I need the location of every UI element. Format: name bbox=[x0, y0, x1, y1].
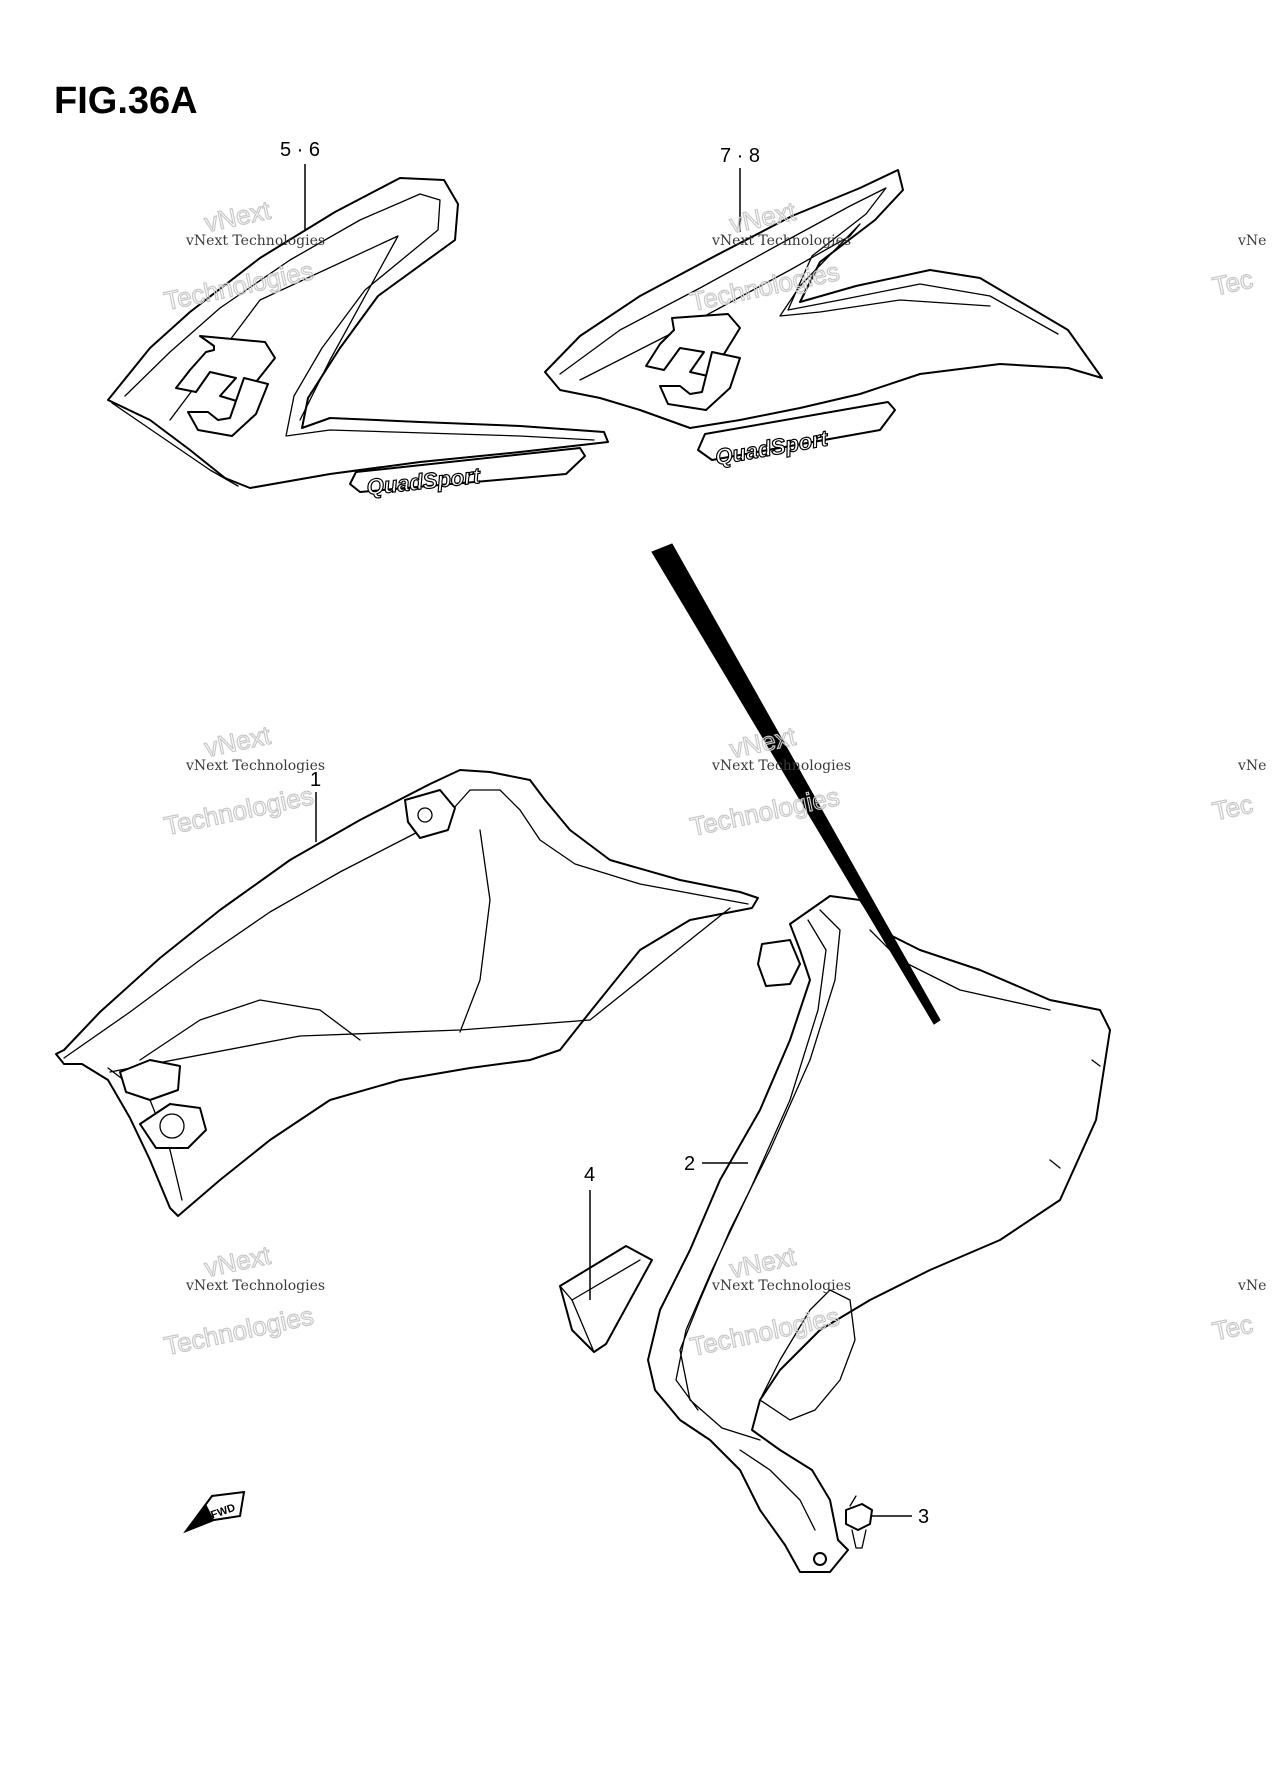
svg-text:Tec: Tec bbox=[1210, 1309, 1256, 1347]
fwd-marker: FWD bbox=[183, 1490, 246, 1534]
watermark-edge-3: vNe Tec bbox=[1209, 1278, 1266, 1347]
callout-5-6-label: 5 · 6 bbox=[280, 139, 320, 161]
callout-4-label: 4 bbox=[584, 1164, 595, 1186]
watermark-3: vNext vNext Technologies Technologies bbox=[161, 719, 325, 842]
svg-text:Tec: Tec bbox=[1210, 264, 1256, 302]
svg-text:vNext Technologies: vNext Technologies bbox=[711, 233, 851, 249]
decal-left: QuadSport bbox=[107, 177, 609, 500]
callout-3: 3 bbox=[872, 1506, 929, 1528]
svg-text:vNext Technologies: vNext Technologies bbox=[185, 758, 325, 774]
svg-text:vNe: vNe bbox=[1237, 758, 1266, 774]
svg-text:vNext: vNext bbox=[202, 1240, 274, 1283]
svg-text:vNext Technologies: vNext Technologies bbox=[711, 758, 851, 774]
svg-text:vNext: vNext bbox=[202, 195, 274, 238]
part-2-fender-cover bbox=[647, 895, 1111, 1573]
watermark-edge-2: vNe Tec bbox=[1209, 758, 1266, 827]
callout-3-label: 3 bbox=[918, 1506, 929, 1528]
svg-text:Technologies: Technologies bbox=[687, 781, 842, 842]
watermark-edge-1: vNe Tec bbox=[1209, 233, 1266, 302]
callout-4: 4 bbox=[584, 1164, 595, 1300]
decal-leader-wedge bbox=[651, 543, 941, 1025]
svg-text:Technologies: Technologies bbox=[161, 780, 316, 841]
callout-5-6: 5 · 6 bbox=[280, 139, 320, 230]
callout-2: 2 bbox=[684, 1153, 748, 1175]
callout-1-label: 1 bbox=[310, 769, 321, 791]
figure-title: FIG.36A bbox=[54, 80, 198, 122]
decal-right: QuadSport bbox=[544, 169, 1103, 471]
callout-2-label: 2 bbox=[684, 1153, 695, 1175]
svg-text:Tec: Tec bbox=[1210, 789, 1256, 827]
callout-7-8: 7 · 8 bbox=[720, 145, 760, 232]
svg-text:vNext Technologies: vNext Technologies bbox=[185, 1278, 325, 1294]
part-4-pad bbox=[559, 1245, 653, 1353]
callout-1: 1 bbox=[310, 769, 321, 842]
svg-text:vNe: vNe bbox=[1237, 1278, 1266, 1294]
svg-text:Technologies: Technologies bbox=[161, 1300, 316, 1361]
svg-text:vNext Technologies: vNext Technologies bbox=[711, 1278, 851, 1294]
svg-text:vNext Technologies: vNext Technologies bbox=[185, 233, 325, 249]
svg-text:vNe: vNe bbox=[1237, 233, 1266, 249]
callout-7-8-label: 7 · 8 bbox=[720, 145, 760, 167]
part-3-clip bbox=[845, 1495, 873, 1549]
svg-text:vNext: vNext bbox=[202, 720, 274, 763]
watermark-5: vNext vNext Technologies Technologies bbox=[161, 1239, 325, 1362]
part-1-inner-panel bbox=[55, 769, 759, 1217]
